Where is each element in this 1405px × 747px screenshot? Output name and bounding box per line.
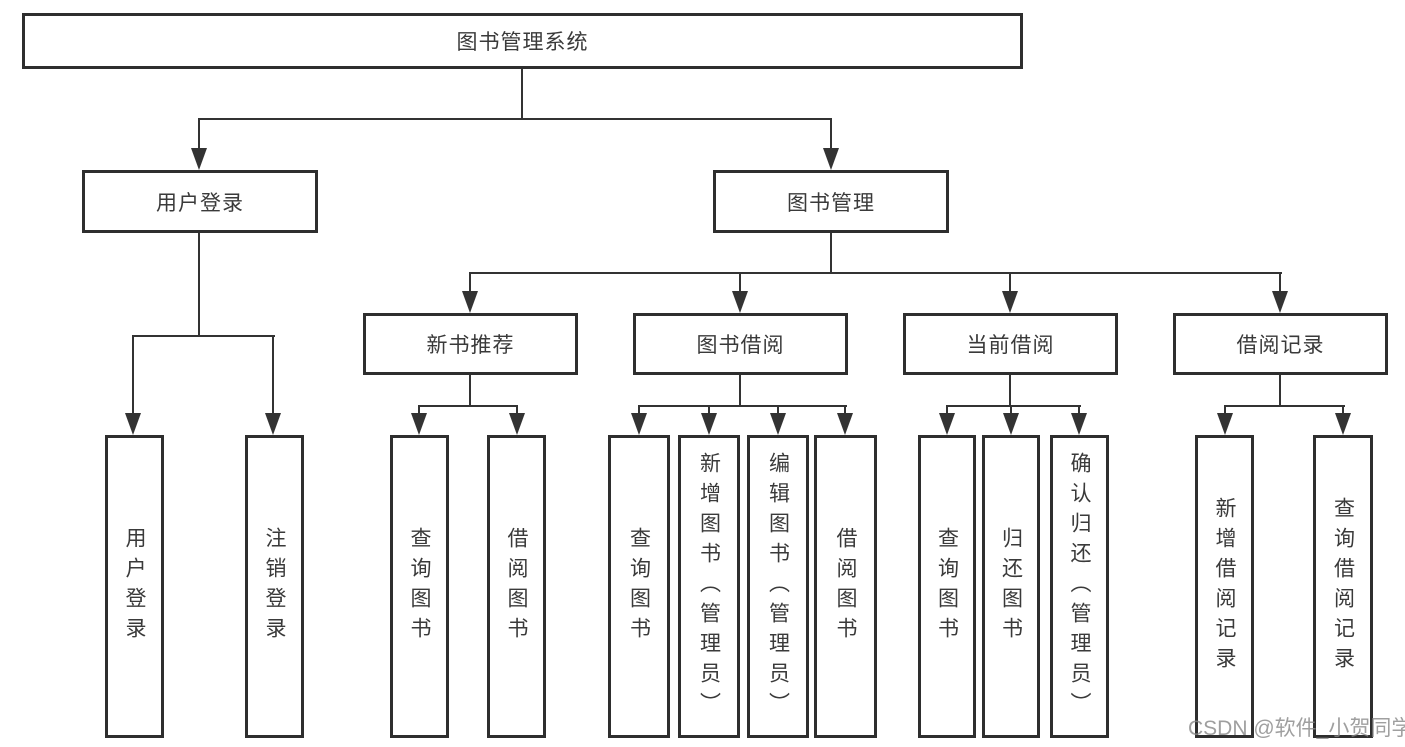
connector-line: [132, 335, 134, 417]
arrowhead-icon: [823, 148, 839, 170]
arrowhead-icon: [837, 413, 853, 435]
leaf-label: 查询图书: [935, 526, 959, 647]
connector-line: [516, 405, 518, 417]
connector-line: [1279, 272, 1281, 294]
connector-line: [830, 233, 832, 274]
leaf-label: 确认归还（管理员）: [1068, 451, 1091, 722]
arrowhead-icon: [939, 413, 955, 435]
arrowhead-icon: [1335, 413, 1351, 435]
leaf-user-login: 用户登录: [105, 435, 164, 738]
leaf-label: 借阅图书: [505, 526, 528, 647]
connector-line: [1009, 375, 1011, 407]
connector-line: [1009, 272, 1011, 294]
arrowhead-icon: [701, 413, 717, 435]
connector-line: [638, 405, 847, 407]
leaf-borrow-borrow-books: 借阅图书: [814, 435, 877, 738]
leaf-label: 查询图书: [627, 526, 651, 647]
leaf-label: 注销登录: [263, 526, 286, 647]
csdn-watermark: CSDN @软件_小贺同学: [1188, 717, 1405, 740]
connector-line: [469, 272, 471, 294]
leaf-current-confirm-return-admin: 确认归还（管理员）: [1050, 435, 1109, 738]
leaf-newbook-borrow-books: 借阅图书: [487, 435, 546, 738]
connector-line: [418, 405, 518, 407]
node-borrow-records: 借阅记录: [1173, 313, 1388, 375]
arrowhead-icon: [1003, 413, 1019, 435]
leaf-label: 编辑图书（管理员）: [766, 451, 790, 722]
connector-line: [708, 405, 710, 417]
connector-line: [418, 405, 420, 417]
connector-line: [946, 405, 1081, 407]
arrowhead-icon: [1272, 291, 1288, 313]
connector-line: [844, 405, 846, 417]
leaf-label: 借阅图书: [834, 526, 857, 647]
leaf-borrow-add-books-admin: 新增图书（管理员）: [678, 435, 740, 738]
connector-line: [521, 68, 523, 120]
leaf-label: 查询图书: [408, 526, 431, 647]
node-user-login: 用户登录: [82, 170, 318, 233]
connector-line: [469, 375, 471, 407]
leaf-current-query-books: 查询图书: [918, 435, 976, 738]
arrowhead-icon: [770, 413, 786, 435]
connector-line: [777, 405, 779, 417]
arrowhead-icon: [125, 413, 141, 435]
leaf-records-query-borrow-record: 查询借阅记录: [1313, 435, 1373, 738]
connector-line: [198, 118, 832, 120]
connector-line: [739, 272, 741, 294]
leaf-label: 归还图书: [999, 526, 1023, 647]
leaf-newbook-query-books: 查询图书: [390, 435, 449, 738]
node-root-library-system: 图书管理系统: [22, 13, 1023, 69]
arrowhead-icon: [1071, 413, 1087, 435]
connector-line: [1224, 405, 1226, 417]
connector-line: [1010, 405, 1012, 417]
connector-line: [946, 405, 948, 417]
connector-line: [830, 118, 832, 152]
connector-line: [198, 233, 200, 337]
connector-line: [469, 272, 1282, 274]
arrowhead-icon: [265, 413, 281, 435]
arrowhead-icon: [191, 148, 207, 170]
leaf-borrow-query-books: 查询图书: [608, 435, 670, 738]
arrowhead-icon: [462, 291, 478, 313]
connector-line: [1078, 405, 1080, 417]
connector-line: [739, 375, 741, 407]
node-book-management: 图书管理: [713, 170, 949, 233]
node-current-borrow: 当前借阅: [903, 313, 1118, 375]
arrowhead-icon: [1002, 291, 1018, 313]
leaf-records-add-borrow-record: 新增借阅记录: [1195, 435, 1254, 738]
connector-line: [1342, 405, 1344, 417]
leaf-label: 新增图书（管理员）: [697, 451, 721, 722]
leaf-label: 用户登录: [123, 526, 146, 647]
leaf-current-return-books: 归还图书: [982, 435, 1040, 738]
node-new-book-recommend: 新书推荐: [363, 313, 578, 375]
connector-line: [198, 118, 200, 152]
node-book-borrow: 图书借阅: [633, 313, 848, 375]
arrowhead-icon: [631, 413, 647, 435]
connector-line: [272, 335, 274, 417]
leaf-label: 查询借阅记录: [1331, 496, 1355, 677]
leaf-label: 新增借阅记录: [1213, 496, 1236, 677]
leaf-logout: 注销登录: [245, 435, 304, 738]
leaf-borrow-edit-books-admin: 编辑图书（管理员）: [747, 435, 809, 738]
arrowhead-icon: [509, 413, 525, 435]
connector-line: [638, 405, 640, 417]
connector-line: [1279, 375, 1281, 407]
arrowhead-icon: [411, 413, 427, 435]
arrowhead-icon: [1217, 413, 1233, 435]
connector-line: [1224, 405, 1345, 407]
arrowhead-icon: [732, 291, 748, 313]
connector-line: [132, 335, 275, 337]
